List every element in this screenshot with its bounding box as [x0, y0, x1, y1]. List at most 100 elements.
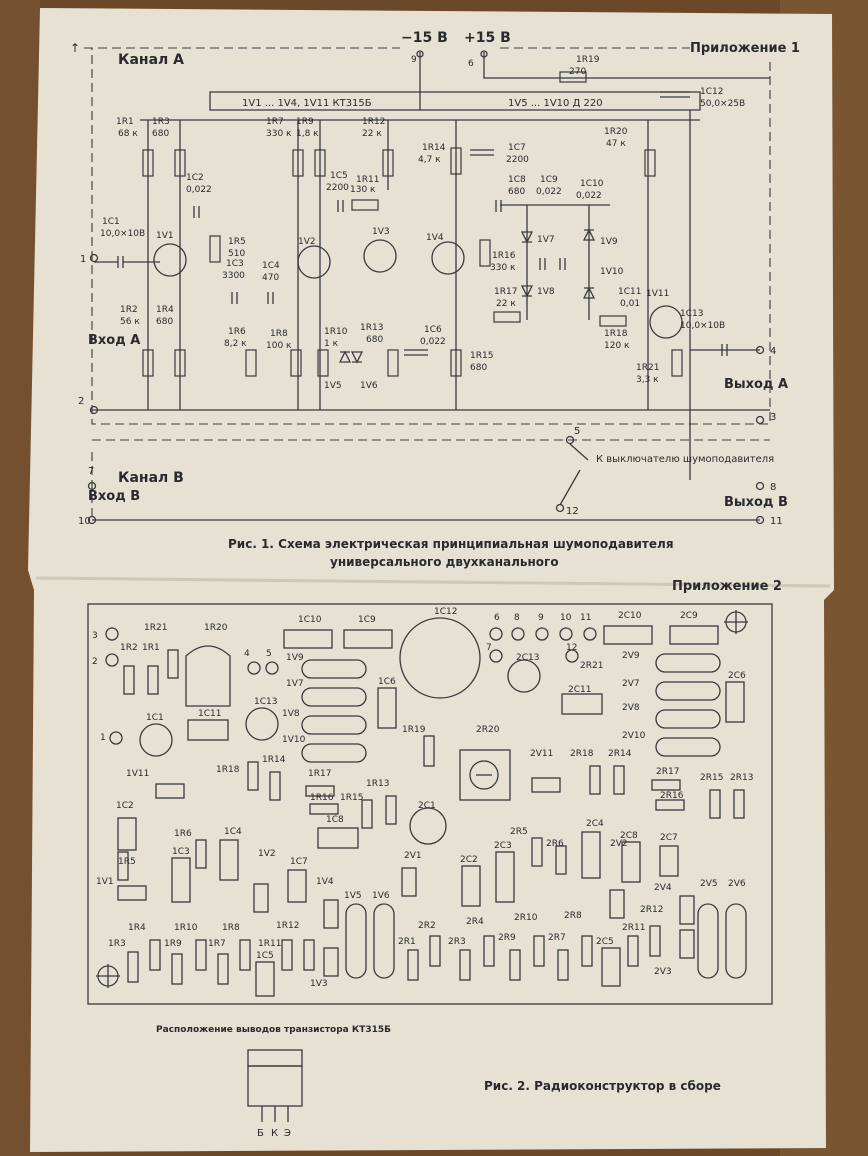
svg-text:2V3: 2V3	[654, 967, 672, 977]
svg-text:4,7 к: 4,7 к	[418, 155, 441, 165]
arrow-mark: ↑	[70, 41, 80, 55]
svg-text:2C4: 2C4	[586, 819, 604, 829]
svg-text:1R17: 1R17	[494, 287, 517, 297]
svg-text:1R20: 1R20	[204, 623, 228, 633]
svg-text:1C7: 1C7	[508, 143, 526, 153]
svg-text:270: 270	[569, 67, 586, 77]
svg-text:1: 1	[80, 254, 86, 265]
svg-text:50,0×25В: 50,0×25В	[700, 99, 745, 109]
svg-text:1R2: 1R2	[120, 305, 138, 315]
svg-text:1C12: 1C12	[434, 607, 457, 617]
svg-text:2R6: 2R6	[546, 839, 564, 849]
paper-sheet	[28, 8, 834, 1152]
svg-text:68 к: 68 к	[118, 129, 138, 139]
svg-text:1C4: 1C4	[224, 827, 242, 837]
svg-text:1V4: 1V4	[316, 877, 334, 887]
channel-b-label: Канал В	[118, 470, 184, 486]
svg-text:Э: Э	[284, 1128, 291, 1139]
svg-text:2R12: 2R12	[640, 905, 663, 915]
svg-text:2R1: 2R1	[398, 937, 416, 947]
channel-a-frame	[84, 47, 771, 425]
svg-text:12: 12	[566, 506, 579, 517]
svg-text:1V3: 1V3	[372, 227, 390, 237]
svg-text:680: 680	[156, 317, 173, 327]
svg-text:8: 8	[770, 482, 776, 493]
svg-text:2R7: 2R7	[548, 933, 566, 943]
figure-1-caption-line-1: Рис. 1. Схема электрическая принципиальн…	[228, 537, 674, 551]
svg-text:2C9: 2C9	[680, 611, 698, 621]
svg-text:1R19: 1R19	[576, 55, 600, 65]
svg-text:1V7: 1V7	[537, 235, 555, 245]
svg-text:1C3: 1C3	[226, 259, 244, 269]
svg-text:1R3: 1R3	[108, 939, 126, 949]
svg-text:1R15: 1R15	[470, 351, 493, 361]
appendix-2-label: Приложение 2	[672, 579, 782, 594]
svg-text:1V3: 1V3	[310, 979, 328, 989]
svg-text:1V6: 1V6	[360, 381, 378, 391]
svg-text:3,3 к: 3,3 к	[636, 375, 659, 385]
svg-text:1C13: 1C13	[254, 697, 277, 707]
svg-text:0,022: 0,022	[576, 191, 602, 201]
svg-text:1R11: 1R11	[356, 175, 379, 185]
svg-text:1R12: 1R12	[362, 117, 385, 127]
svg-text:2C2: 2C2	[460, 855, 478, 865]
svg-text:1V9: 1V9	[286, 653, 304, 663]
input-b-label: Вход В	[88, 489, 140, 504]
svg-text:1C11: 1C11	[618, 287, 641, 297]
label-R1: 1R1	[116, 117, 134, 127]
svg-text:1R12: 1R12	[276, 921, 299, 931]
svg-text:56 к: 56 к	[120, 317, 140, 327]
svg-text:1V11: 1V11	[126, 769, 149, 779]
svg-text:1V8: 1V8	[282, 709, 300, 719]
svg-text:1R4: 1R4	[156, 305, 174, 315]
svg-text:680: 680	[470, 363, 487, 373]
svg-text:1V10: 1V10	[600, 267, 624, 277]
svg-text:1C1: 1C1	[146, 713, 164, 723]
svg-text:К: К	[271, 1128, 278, 1139]
svg-text:0,022: 0,022	[186, 185, 212, 195]
transistors-note: 1V1 ... 1V4, 1V11 КТ315Б	[242, 98, 372, 109]
svg-text:1C8: 1C8	[326, 815, 344, 825]
supply-positive-label: +15 В	[464, 30, 511, 46]
transistor-pinout-drawing: Б К Э	[247, 1049, 303, 1139]
output-b-label: Выход В	[724, 495, 788, 510]
svg-text:1 к: 1 к	[324, 339, 339, 349]
capacitor-1C12	[399, 617, 481, 699]
pos-supply-line	[483, 52, 770, 79]
svg-text:2R8: 2R8	[564, 911, 582, 921]
schematic-figure-1: Приложение 1 Канал А −15 В +15 В ↑ 1V1 .…	[70, 30, 800, 569]
board-layout-figure-2: Приложение 2	[87, 579, 782, 1139]
circuit-board-outline	[87, 603, 773, 1005]
svg-text:1V4: 1V4	[426, 233, 444, 243]
svg-text:1R17: 1R17	[308, 769, 331, 779]
svg-text:330 к: 330 к	[490, 263, 516, 273]
svg-text:2R4: 2R4	[466, 917, 484, 927]
svg-text:7: 7	[88, 466, 94, 477]
svg-text:2V10: 2V10	[622, 731, 646, 741]
svg-text:22 к: 22 к	[362, 129, 382, 139]
appendix-1-label: Приложение 1	[690, 41, 800, 56]
svg-text:2R3: 2R3	[448, 937, 466, 947]
output-a-label: Выход А	[724, 377, 788, 392]
switch-note: К выключателю шумоподавителя	[596, 454, 774, 465]
svg-text:1R16: 1R16	[310, 793, 334, 803]
svg-text:100 к: 100 к	[266, 341, 292, 351]
svg-text:1V7: 1V7	[286, 679, 304, 689]
svg-text:2C11: 2C11	[568, 685, 591, 695]
svg-text:1R8: 1R8	[222, 923, 240, 933]
svg-text:680: 680	[152, 129, 169, 139]
svg-text:1C4: 1C4	[262, 261, 280, 271]
svg-text:1C6: 1C6	[378, 677, 396, 687]
svg-text:2R16: 2R16	[660, 791, 684, 801]
svg-text:1C2: 1C2	[186, 173, 204, 183]
svg-text:1V2: 1V2	[258, 849, 276, 859]
svg-text:1C10: 1C10	[298, 615, 322, 625]
svg-text:2R17: 2R17	[656, 767, 679, 777]
svg-text:2R20: 2R20	[476, 725, 500, 735]
svg-text:1R7: 1R7	[266, 117, 284, 127]
svg-text:1C12: 1C12	[700, 87, 723, 97]
svg-text:2: 2	[92, 657, 98, 667]
svg-text:1C6: 1C6	[424, 325, 442, 335]
svg-text:8: 8	[514, 613, 520, 623]
svg-text:470: 470	[262, 273, 279, 283]
